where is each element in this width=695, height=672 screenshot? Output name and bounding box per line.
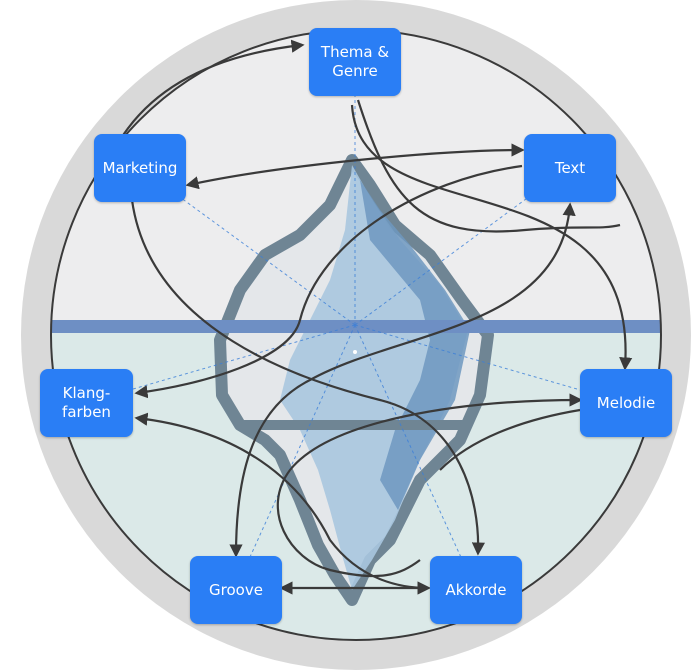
node-groove[interactable]: Groove [190,556,282,624]
node-text[interactable]: Text [524,134,616,202]
node-marketing[interactable]: Marketing [94,134,186,202]
arrows [119,39,633,595]
arrow-marketing-to-thema [119,39,305,141]
spoke-klangfarben [87,324,356,403]
node-thema-genre[interactable]: Thema & Genre [309,28,401,96]
arrow-melodie-to-groove [276,393,583,578]
arrow-melodie-area [439,408,581,471]
center-dot [353,350,357,354]
node-akkorde[interactable]: Akkorde [430,556,522,624]
node-klangfarben[interactable]: Klang- farben [40,369,133,437]
node-melodie[interactable]: Melodie [580,369,672,437]
waterline-bar [51,320,661,333]
arrow-marketing-text [185,143,525,190]
